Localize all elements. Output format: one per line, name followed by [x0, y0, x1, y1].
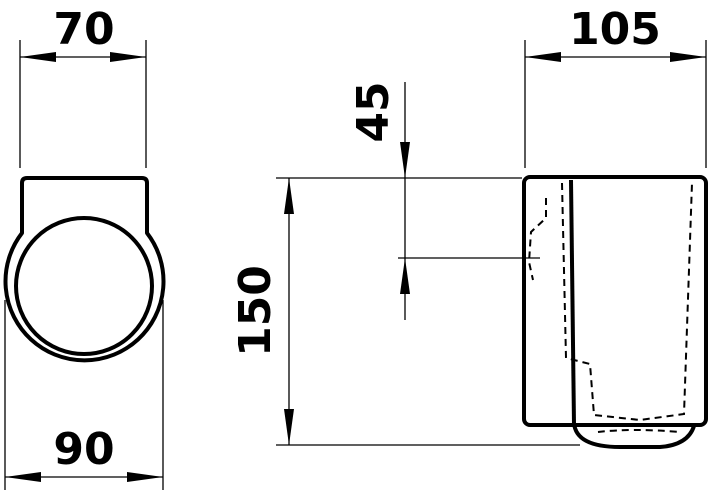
- dim-label-70: 70: [53, 4, 114, 55]
- dim-label-45: 45: [348, 81, 399, 142]
- arrow-90-right: [127, 472, 163, 482]
- hidden-line-bracket: [527, 198, 547, 281]
- front-view: 70 90: [3, 4, 166, 490]
- side-view: 105 150 45: [230, 4, 708, 449]
- dim-label-150: 150: [230, 265, 281, 357]
- arrow-150-bottom: [284, 409, 294, 445]
- arrow-70-left: [20, 52, 56, 62]
- arrow-105-right: [670, 52, 706, 62]
- side-bottom-bulge: [572, 422, 696, 449]
- dim-label-105: 105: [569, 4, 661, 55]
- front-inner-circle: [14, 216, 154, 356]
- arrow-70-right: [110, 52, 146, 62]
- arrow-90-left: [5, 472, 41, 482]
- hidden-line-base: [597, 429, 681, 433]
- arrow-45-bottom: [400, 258, 410, 294]
- dim-label-90: 90: [53, 424, 114, 475]
- side-inner-divider: [569, 179, 576, 426]
- front-body-outline: [3, 176, 166, 363]
- arrow-45-top: [400, 142, 410, 178]
- arrow-150-top: [284, 178, 294, 214]
- arrow-105-left: [525, 52, 561, 62]
- side-body-outline: [522, 175, 708, 427]
- hidden-line-cup: [561, 182, 693, 422]
